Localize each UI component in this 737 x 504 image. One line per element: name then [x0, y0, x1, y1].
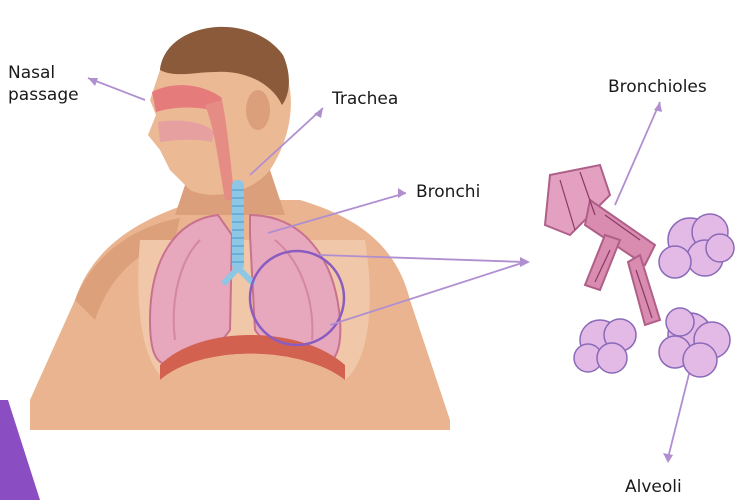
label-bronchioles: Bronchioles	[608, 76, 707, 98]
alveoli-clusters	[574, 214, 734, 377]
label-bronchi: Bronchi	[416, 181, 480, 203]
ear	[246, 90, 270, 130]
bronchiole-tree	[545, 165, 660, 325]
abdomen	[160, 354, 345, 430]
label-nasal-line1: Nasal	[8, 62, 79, 84]
label-nasal-passage: Nasal passage	[8, 62, 79, 106]
label-trachea: Trachea	[332, 88, 398, 110]
label-alveoli: Alveoli	[625, 476, 682, 498]
trachea-tube	[232, 180, 244, 270]
label-nasal-line2: passage	[8, 84, 79, 106]
